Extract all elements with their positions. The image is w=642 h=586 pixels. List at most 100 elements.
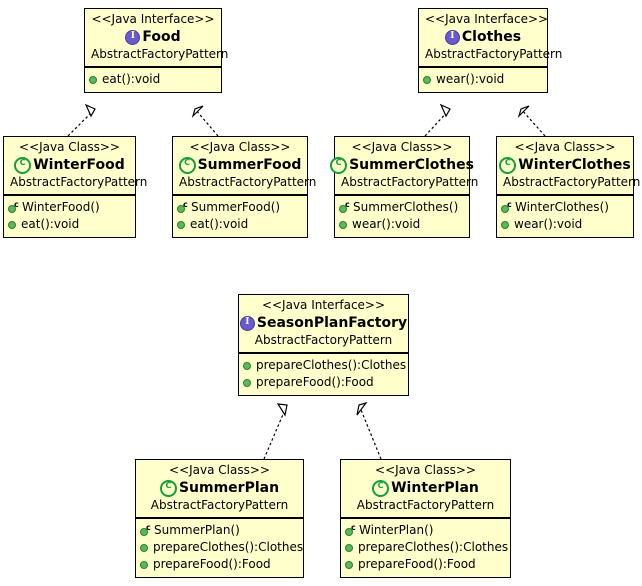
constructor-dot-icon: c: [501, 200, 512, 213]
stereotype-label: <<Java Class>>: [351, 140, 453, 154]
uml-node-seasonplanfactory[interactable]: <<Java Interface>> SeasonPlanFactory Abs…: [238, 294, 409, 396]
node-title-row: SeasonPlanFactory: [239, 314, 407, 332]
public-method-dot-icon: [243, 378, 251, 387]
member-row[interactable]: prepareFood():Food: [345, 556, 506, 573]
node-members-food: eat():void: [85, 67, 221, 92]
package-label: AbstractFactoryPattern: [10, 175, 148, 189]
member-row[interactable]: prepareFood():Food: [140, 556, 299, 573]
node-header-summerclothes: <<Java Class>> SummerClothes AbstractFac…: [330, 137, 479, 195]
member-label: SummerPlan(): [154, 523, 240, 537]
uml-node-winterfood[interactable]: <<Java Class>> WinterFood AbstractFactor…: [3, 136, 148, 238]
node-header-clothes: <<Java Interface>> Clothes AbstractFacto…: [419, 9, 562, 67]
interface-icon: [444, 29, 460, 45]
member-label: SummerClothes(): [353, 200, 459, 214]
member-label: WinterFood(): [22, 200, 100, 214]
uml-node-clothes[interactable]: <<Java Interface>> Clothes AbstractFacto…: [418, 8, 562, 93]
public-method-dot-icon: [501, 220, 509, 229]
member-row[interactable]: c WinterClothes(): [501, 199, 629, 216]
public-method-dot-icon: [140, 543, 148, 552]
stereotype-label: <<Java Class>>: [19, 140, 120, 154]
node-members-clothes: wear():void: [419, 67, 547, 92]
node-title-row: WinterPlan: [347, 479, 504, 497]
node-name: SummerClothes: [349, 157, 474, 173]
member-label: wear():void: [436, 72, 505, 86]
node-name: SummerPlan: [178, 480, 280, 496]
edge-winterclothes-to-clothes: [517, 105, 546, 137]
uml-node-summerfood[interactable]: <<Java Class>> SummerFood AbstractFactor…: [172, 136, 316, 238]
member-label: WinterClothes(): [515, 200, 609, 214]
member-row[interactable]: wear():void: [423, 71, 543, 88]
uml-node-food[interactable]: <<Java Interface>> Food AbstractFactoryP…: [84, 8, 229, 93]
class-icon: [330, 156, 348, 174]
member-row[interactable]: prepareClothes():Clothes: [345, 539, 509, 556]
member-label: prepareFood():Food: [256, 375, 374, 389]
node-name: WinterPlan: [391, 480, 479, 496]
node-members-summerfood: c SummerFood() eat():void: [173, 195, 307, 237]
member-row[interactable]: eat():void: [177, 216, 303, 233]
member-row[interactable]: prepareClothes():Clothes: [140, 539, 303, 556]
package-label: AbstractFactoryPattern: [341, 175, 479, 189]
member-label: eat():void: [21, 217, 80, 231]
member-label: prepareClothes():Clothes: [153, 540, 304, 554]
node-members-winterfood: c WinterFood() eat():void: [4, 195, 135, 237]
package-label: AbstractFactoryPattern: [150, 498, 289, 512]
node-title-row: WinterFood: [10, 156, 129, 174]
member-row[interactable]: c SummerClothes(): [339, 199, 465, 216]
package-label: AbstractFactoryPattern: [91, 47, 229, 61]
member-label: eat():void: [102, 72, 161, 86]
uml-node-summerplan[interactable]: <<Java Class>> SummerPlan AbstractFactor…: [135, 459, 304, 578]
package-label: AbstractFactoryPattern: [356, 498, 495, 512]
member-row[interactable]: prepareClothes():Clothes: [243, 357, 407, 374]
public-method-dot-icon: [345, 543, 353, 552]
public-method-dot-icon: [8, 220, 16, 229]
node-title-row: Clothes: [425, 28, 541, 46]
node-name: SummerFood: [197, 157, 302, 173]
member-row[interactable]: c SummerPlan(): [140, 522, 299, 539]
edge-winterplan-to-seasonplanfactory: [356, 401, 382, 460]
edge-winterfood-to-food: [67, 103, 96, 137]
node-members-seasonplanfactory: prepareClothes():Clothes prepareFood():F…: [239, 353, 408, 395]
node-header-winterclothes: <<Java Class>> WinterClothes AbstractFac…: [497, 137, 640, 195]
class-icon: [372, 479, 390, 497]
member-label: WinterPlan(): [359, 523, 434, 537]
member-row[interactable]: c SummerFood(): [177, 199, 303, 216]
uml-node-winterplan[interactable]: <<Java Class>> WinterPlan AbstractFactor…: [340, 459, 511, 578]
node-header-seasonplanfactory: <<Java Interface>> SeasonPlanFactory Abs…: [239, 295, 408, 353]
stereotype-label: <<Java Class>>: [189, 140, 291, 154]
node-title-row: SummerPlan: [142, 479, 297, 497]
uml-node-winterclothes[interactable]: <<Java Class>> WinterClothes AbstractFac…: [496, 136, 640, 238]
edge-summerplan-to-seasonplanfactory: [263, 403, 288, 460]
node-name: Food: [142, 29, 181, 45]
member-label: SummerFood(): [191, 200, 281, 214]
constructor-dot-icon: c: [345, 523, 356, 536]
node-header-winterplan: <<Java Class>> WinterPlan AbstractFactor…: [341, 460, 510, 518]
member-row[interactable]: prepareFood():Food: [243, 374, 404, 391]
constructor-dot-icon: c: [339, 200, 350, 213]
stereotype-label: <<Java Class>>: [514, 140, 616, 154]
member-row[interactable]: c WinterFood(): [8, 199, 131, 216]
public-method-dot-icon: [140, 560, 148, 569]
node-members-summerclothes: c SummerClothes() wear():void: [335, 195, 469, 237]
member-label: prepareClothes():Clothes: [256, 358, 407, 372]
node-name: SeasonPlanFactory: [256, 315, 408, 331]
node-members-winterplan: c WinterPlan() prepareClothes():Clothes …: [341, 518, 510, 577]
stereotype-label: <<Java Class>>: [375, 463, 476, 477]
node-members-summerplan: c SummerPlan() prepareClothes():Clothes …: [136, 518, 303, 577]
stereotype-label: <<Java Class>>: [169, 463, 270, 477]
class-icon: [178, 156, 196, 174]
public-method-dot-icon: [177, 220, 185, 229]
member-row[interactable]: eat():void: [89, 71, 217, 88]
stereotype-label: <<Java Interface>>: [425, 12, 549, 26]
uml-node-summerclothes[interactable]: <<Java Class>> SummerClothes AbstractFac…: [330, 136, 479, 238]
constructor-dot-icon: c: [8, 200, 19, 213]
member-row[interactable]: eat():void: [8, 216, 131, 233]
class-icon: [14, 156, 32, 174]
member-row[interactable]: c WinterPlan(): [345, 522, 506, 539]
member-label: prepareClothes():Clothes: [358, 540, 509, 554]
member-row[interactable]: wear():void: [339, 216, 465, 233]
public-method-dot-icon: [243, 361, 251, 370]
node-name: WinterClothes: [518, 157, 631, 173]
node-header-winterfood: <<Java Class>> WinterFood AbstractFactor…: [4, 137, 148, 195]
member-row[interactable]: wear():void: [501, 216, 629, 233]
